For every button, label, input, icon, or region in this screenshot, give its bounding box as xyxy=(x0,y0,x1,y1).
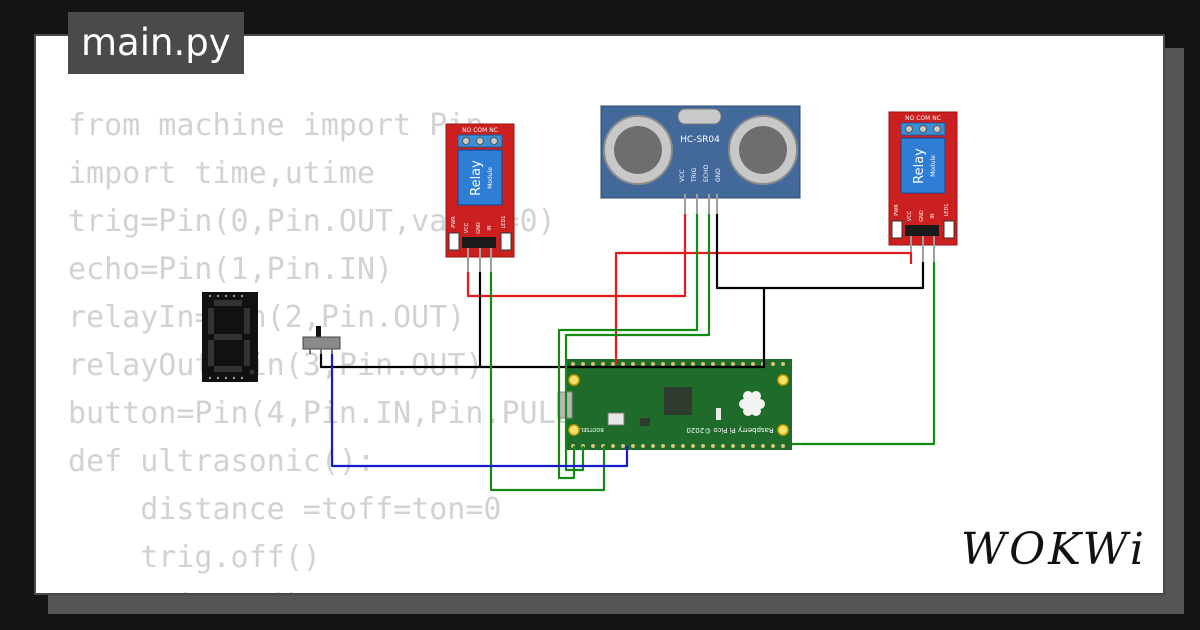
wire-blue xyxy=(330,354,629,468)
wire-green xyxy=(792,262,936,446)
code-preview: from machine import Pin import time,utime… xyxy=(68,102,646,593)
wire-red xyxy=(466,214,687,298)
wire-red xyxy=(614,251,913,364)
relay-left-gnd: GND xyxy=(476,222,482,234)
code-line: from machine import Pin xyxy=(68,108,484,143)
relay-right-subtitle: Module xyxy=(930,155,937,177)
ultrasonic-sensor[interactable]: HC-SR04 VCC TRIG ECHO GND xyxy=(600,105,801,214)
wokwi-logo: WOKWi xyxy=(960,524,1147,575)
seven-segment-display[interactable] xyxy=(202,292,258,382)
pico-label: Raspberry Pi Pico ©2020 xyxy=(686,426,773,434)
relay-module-right[interactable]: NO COM NC Relay Module PWR LED1 VCC GND … xyxy=(888,111,958,262)
relay-right-led: LED1 xyxy=(944,204,950,217)
relay-right-gnd: GND xyxy=(919,210,925,222)
relay-right-vcc: VCC xyxy=(907,210,913,221)
relay-right-title: Relay xyxy=(912,148,927,184)
sensor-pin-gnd: GND xyxy=(715,168,722,182)
relay-left-vcc: VCC xyxy=(464,222,470,233)
sensor-pin-echo: ECHO xyxy=(703,165,710,182)
wire-black xyxy=(764,262,925,290)
raspberry-logo-icon xyxy=(739,391,765,416)
code-line: trig.off() xyxy=(68,540,321,575)
relay-left-contacts: NO COM NC xyxy=(462,127,498,134)
code-line: distance =toff=ton=0 xyxy=(68,492,502,527)
bootsel-label: BOOTSEL xyxy=(580,426,604,432)
code-line: echo=Pin(1,Pin.IN) xyxy=(68,252,394,287)
wire-green xyxy=(557,214,699,480)
sensor-model: HC-SR04 xyxy=(680,135,720,145)
relay-right-contacts: NO COM NC xyxy=(905,115,941,122)
code-line: button=Pin(4,Pin.IN,Pin.PULL_UP) xyxy=(68,396,646,431)
wires xyxy=(319,214,936,492)
sensor-pin-trig: TRIG xyxy=(691,167,698,183)
relay-left-led: LED1 xyxy=(501,216,507,229)
code-line: trig.on() xyxy=(68,582,646,593)
project-preview-card[interactable]: from machine import Pin import time,utime… xyxy=(34,34,1165,595)
code-line: def ultrasonic(): xyxy=(68,444,376,479)
relay-right-in: IN xyxy=(930,213,936,218)
relay-left-pwr: PWR xyxy=(451,216,457,228)
relay-left-title: Relay xyxy=(469,160,484,196)
slide-switch[interactable] xyxy=(302,326,341,354)
wire-black xyxy=(478,214,766,369)
relay-left-in: IN xyxy=(487,225,493,230)
wire-green xyxy=(489,272,606,492)
code-line: import time,utime xyxy=(68,156,376,191)
code-line: relayIn=Pin(2,Pin.OUT) xyxy=(68,300,466,335)
code-line: relayOut=Pin(3,Pin.OUT) xyxy=(68,348,484,383)
file-tab[interactable]: main.py xyxy=(68,12,244,74)
relay-left-subtitle: Module xyxy=(487,167,494,189)
relay-module-left[interactable]: NO COM NC Relay Module PWR LED1 VCC GND … xyxy=(445,123,515,272)
raspberry-pi-pico[interactable]: Raspberry Pi Pico ©2020 BOOTSEL xyxy=(557,359,792,450)
sensor-pin-vcc: VCC xyxy=(679,170,686,182)
relay-right-pwr: PWR xyxy=(894,204,900,216)
wire-black xyxy=(319,354,480,369)
